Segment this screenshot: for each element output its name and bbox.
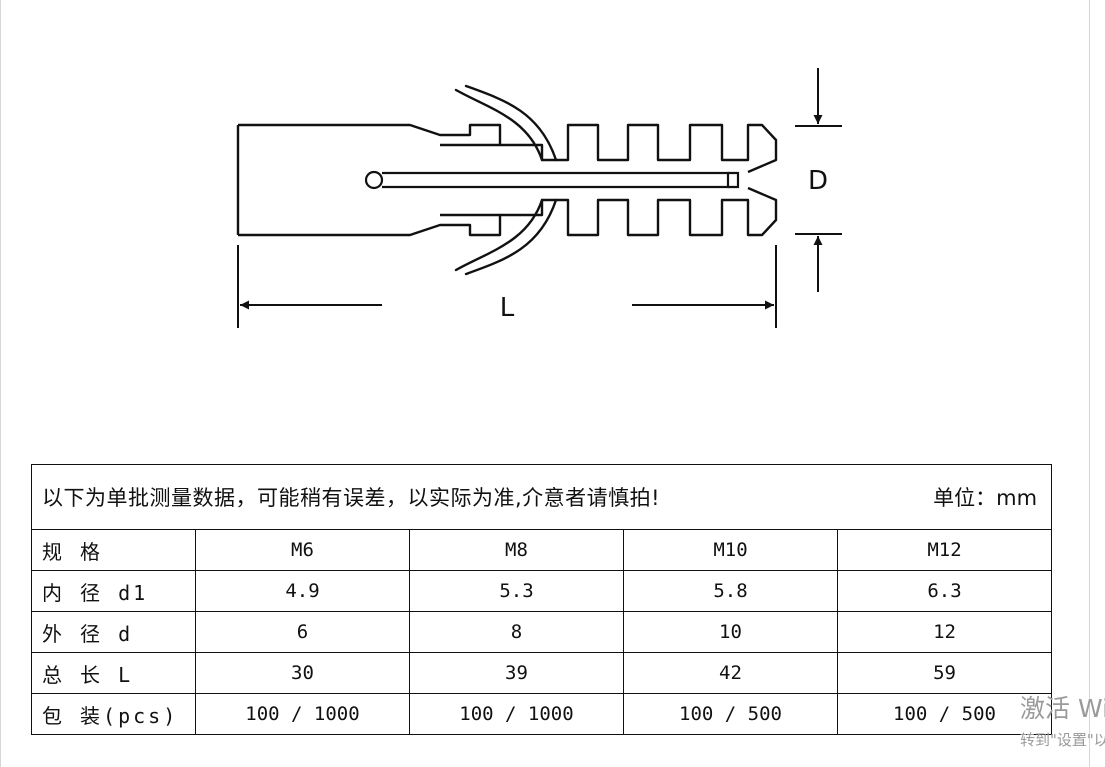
table-cell: 10: [623, 611, 838, 653]
table-cell: 5.8: [623, 570, 838, 612]
table-cell: 100 / 1000: [195, 693, 410, 735]
row-header: 包 装(pcs): [31, 693, 196, 735]
spec-table: 以下为单批测量数据，可能稍有误差，以实际为准,介意者请慎拍! 单位：mm 规 格…: [30, 464, 1053, 735]
row-header: 规 格: [31, 529, 196, 571]
unit-text: 单位：mm: [933, 486, 1038, 510]
expansion-fins: [454, 84, 558, 276]
dimension-d: [795, 68, 842, 292]
note-row: 以下为单批测量数据，可能稍有误差，以实际为准,介意者请慎拍! 单位：mm: [30, 464, 1053, 530]
table-cell: 100 / 500: [836, 693, 1053, 735]
table-row: 内 径 d1 4.9 5.3 5.8 6.3: [31, 570, 1053, 612]
table-cell: M10: [623, 529, 838, 571]
watermark-subtitle: 转到"设置"以激活 Windows。: [1020, 731, 1105, 749]
dimension-label-l: L: [500, 293, 515, 323]
table-cell: 8: [409, 611, 624, 653]
row-header: 外 径 d: [31, 611, 196, 653]
table-cell: 30: [195, 652, 410, 694]
row-header: 总 长 L: [31, 652, 196, 694]
table-cell: 100 / 1000: [409, 693, 624, 735]
table-row: 外 径 d 6 8 10 12: [31, 611, 1053, 653]
table-row: 包 装(pcs) 100 / 1000 100 / 1000 100 / 500…: [31, 693, 1053, 735]
table-cell: 59: [836, 652, 1053, 694]
table-cell: 42: [623, 652, 838, 694]
table-cell: 5.3: [409, 570, 624, 612]
table-cell: M12: [836, 529, 1053, 571]
row-header: 内 径 d1: [31, 570, 196, 612]
watermark-title: 激活 Windows: [1020, 694, 1105, 723]
table-row: 总 长 L 30 39 42 59: [31, 652, 1053, 694]
dimension-l: [237, 245, 777, 328]
left-border: [0, 0, 1, 767]
activation-watermark: 激活 Windows 转到"设置"以激活 Windows。: [1020, 693, 1105, 763]
table-row: 规 格 M6 M8 M10 M12: [31, 529, 1053, 571]
right-border: [1089, 0, 1090, 767]
table-cell: 100 / 500: [623, 693, 838, 735]
note-cell: 以下为单批测量数据，可能稍有误差，以实际为准,介意者请慎拍! 单位：mm: [30, 464, 1053, 530]
table-cell: 6: [195, 611, 410, 653]
table-cell: M8: [409, 529, 624, 571]
wall-plug-outline: [236, 123, 778, 237]
table-cell: 12: [836, 611, 1053, 653]
table-cell: 4.9: [195, 570, 410, 612]
anchor-technical-drawing: D L: [236, 68, 842, 328]
table-cell: M6: [195, 529, 410, 571]
table-cell: 6.3: [836, 570, 1053, 612]
dimension-label-d: D: [808, 166, 828, 196]
disclaimer-text: 以下为单批测量数据，可能稍有误差，以实际为准,介意者请慎拍!: [42, 486, 661, 510]
center-slot: [364, 170, 740, 190]
table-cell: 39: [409, 652, 624, 694]
